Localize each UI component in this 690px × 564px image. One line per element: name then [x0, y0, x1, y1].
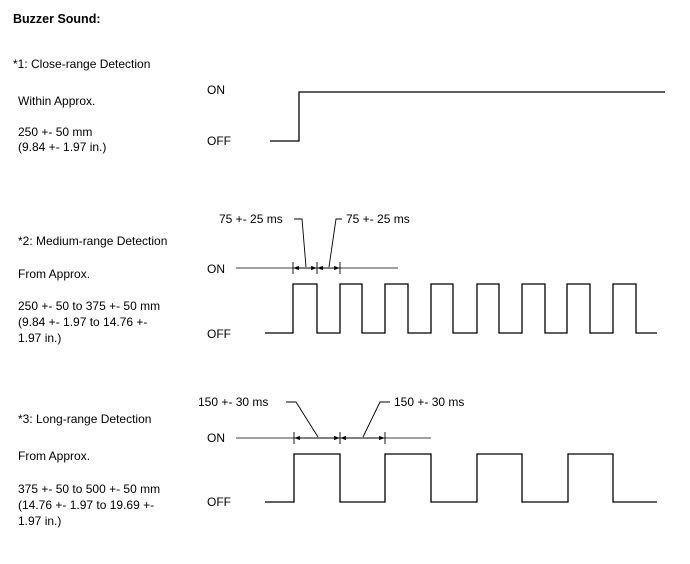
close-range-distance-mm: 250 +- 50 mm: [18, 125, 93, 139]
long-range-heading: *3: Long-range Detection: [18, 412, 152, 426]
medium-on-time-label: 75 +- 25 ms: [219, 212, 283, 226]
long-range-distance-mm: 375 +- 50 to 500 +- 50 mm: [18, 482, 161, 496]
page-title: Buzzer Sound:: [13, 12, 101, 26]
close-range-waveform: [270, 91, 665, 142]
medium-range-distance-in-1: (9.84 +- 1.97 to 14.76 +-: [18, 315, 148, 329]
long-range-distance-in-2: 1.97 in.): [18, 514, 62, 528]
long-off-time-label: 150 +- 30 ms: [394, 395, 464, 409]
long-range-approx: From Approx.: [18, 449, 91, 463]
medium-range-heading: *2: Medium-range Detection: [18, 234, 168, 248]
medium-range-approx: From Approx.: [18, 267, 91, 281]
medium-range-distance-mm: 250 +- 50 to 375 +- 50 mm: [18, 299, 161, 313]
long-on-time-label: 150 +- 30 ms: [198, 395, 268, 409]
close-range-heading: *1: Close-range Detection: [13, 57, 151, 71]
close-range-distance-in: (9.84 +- 1.97 in.): [18, 140, 107, 154]
medium-on-time-leader: [294, 218, 307, 268]
medium-range-waveform: [265, 283, 657, 334]
close-off-label: OFF: [207, 134, 231, 148]
long-range-distance-in-1: (14.76 +- 1.97 to 19.69 +-: [18, 498, 155, 512]
medium-range-distance-in-2: 1.97 in.): [18, 331, 62, 345]
close-range-approx: Within Approx.: [18, 94, 96, 108]
medium-on-label: ON: [207, 262, 225, 276]
long-on-label: ON: [207, 431, 225, 445]
medium-off-label: OFF: [207, 327, 231, 341]
long-off-label: OFF: [207, 495, 231, 509]
long-range-waveform: [265, 453, 657, 503]
medium-off-time-label: 75 +- 25 ms: [346, 212, 410, 226]
close-on-label: ON: [207, 83, 225, 97]
medium-off-time-leader: [328, 218, 342, 268]
long-on-time-leader: [286, 401, 319, 438]
long-off-time-leader: [362, 401, 390, 438]
